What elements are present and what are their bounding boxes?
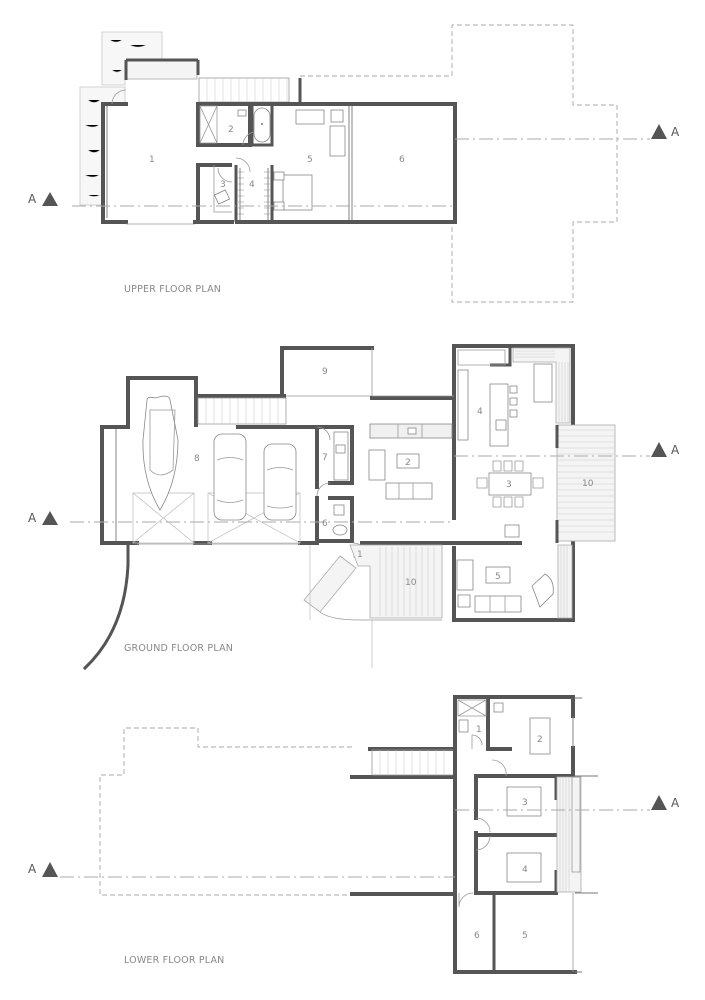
upper-balcony	[126, 58, 198, 80]
upper-floor-plan-title: UPPER FLOOR PLAN	[124, 284, 221, 295]
piano	[531, 573, 554, 608]
lower-room-3: 3	[522, 798, 528, 808]
east-deck	[556, 424, 616, 542]
svg-text:A: A	[671, 796, 680, 810]
svg-text:A: A	[28, 862, 37, 876]
lower-room-1: 1	[476, 725, 482, 735]
svg-text:A: A	[671, 443, 680, 457]
ground-room-1: 1	[357, 550, 363, 560]
section-marker-right: A	[651, 442, 680, 457]
ground-room-8: 8	[194, 454, 200, 464]
section-marker-left: A	[28, 192, 58, 206]
upper-room-3: 3	[220, 180, 226, 190]
upper-room-6: 6	[399, 155, 405, 165]
boat	[142, 395, 179, 511]
upper-room-4: 4	[249, 180, 255, 190]
upper-room-1: 1	[149, 155, 155, 165]
ground-floor-plan: A A 1 2 3 4 5 6 7 8 9 10 10 GROUND FLOOR…	[28, 344, 680, 671]
door-swing	[217, 167, 233, 183]
lower-room-2: 2	[537, 735, 543, 745]
ground-room-2: 2	[405, 458, 411, 468]
lower-room-4: 4	[522, 865, 528, 875]
section-marker-left: A	[28, 862, 58, 877]
door-swing	[235, 157, 251, 173]
section-arrow-icon	[651, 795, 667, 810]
car	[213, 433, 247, 521]
entry-stair	[303, 555, 357, 613]
below-outline	[300, 24, 618, 303]
upper-stairs	[198, 77, 290, 103]
section-arrow-icon	[651, 124, 667, 139]
ground-room-6: 6	[322, 519, 328, 529]
section-marker-left: A	[28, 511, 58, 525]
door-swing	[111, 89, 127, 105]
svg-text:A: A	[28, 511, 37, 525]
section-arrow-icon	[42, 862, 58, 877]
section-marker-right: A	[651, 124, 680, 139]
dining-table	[488, 472, 532, 496]
lower-room-6: 6	[474, 931, 480, 941]
upper-floor-plan: 1 2 3 4 5 6 A A UPPER FLOOR PLAN	[28, 24, 680, 303]
svg-text:A: A	[671, 125, 680, 139]
ground-floor-plan-title: GROUND FLOOR PLAN	[124, 643, 233, 654]
lower-floor-plan: A A 1 2 3 4 5 6 LOWER FLOOR PLAN	[28, 695, 680, 974]
svg-text:A: A	[28, 192, 37, 206]
ground-room-10-entry: 10	[405, 578, 417, 588]
section-arrow-icon	[42, 192, 58, 206]
upper-room-5: 5	[307, 155, 313, 165]
section-arrow-icon	[42, 511, 58, 525]
stone-wall	[79, 31, 163, 206]
section-arrow-icon	[651, 442, 667, 457]
above-outline	[99, 727, 352, 896]
lower-room-5: 5	[522, 931, 528, 941]
upper-room-2: 2	[228, 125, 234, 135]
section-marker-right: A	[651, 795, 680, 810]
kitchen-island	[489, 383, 509, 447]
ground-room-5: 5	[495, 572, 501, 582]
ground-room-4: 4	[477, 407, 483, 417]
ground-room-3: 3	[506, 480, 512, 490]
ground-room-10-deck: 10	[582, 479, 594, 489]
ground-room-7: 7	[322, 453, 328, 463]
car	[263, 443, 297, 521]
ground-room-9: 9	[322, 367, 328, 377]
lower-floor-plan-title: LOWER FLOOR PLAN	[124, 955, 225, 966]
